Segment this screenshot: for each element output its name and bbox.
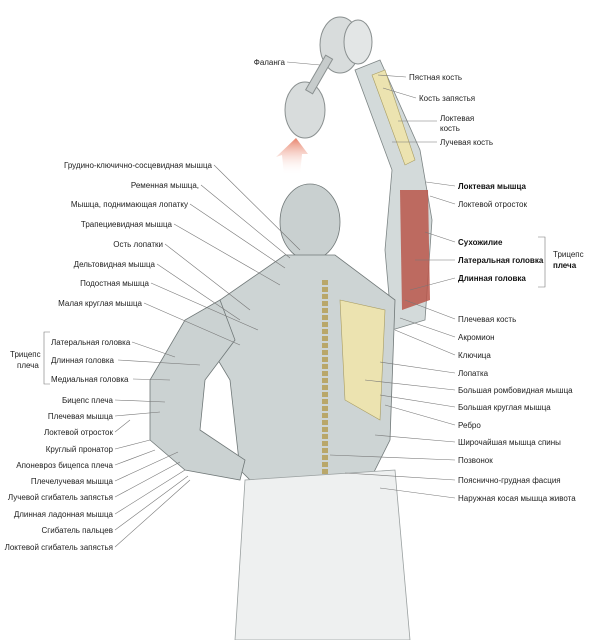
label-scapula: Лопатка [458, 369, 489, 378]
label-long-head-right: Длинная головка [458, 274, 526, 283]
label-vertebra: Позвонок [458, 456, 493, 465]
left-arm [149, 299, 246, 481]
label-infraspinatus: Подостная мышца [80, 279, 149, 288]
label-biceps: Бицепс плеча [61, 396, 113, 405]
dumbbell [284, 16, 373, 139]
label-clavicle: Ключица [458, 351, 491, 360]
label-tendon: Сухожилие [458, 238, 503, 247]
label-ulna-2: кость [440, 124, 460, 133]
label-radius: Лучевая кость [440, 138, 493, 147]
label-olecranon-left: Локтевой отросток [44, 428, 113, 437]
label-trapezius: Трапециевидная мышца [80, 220, 172, 229]
label-lateral-head-left: Латеральная головка [51, 338, 131, 347]
label-triceps-group-right-1: Трицепс [553, 250, 584, 259]
label-acromion: Акромион [458, 333, 495, 342]
label-rib: Ребро [458, 421, 481, 430]
label-medial-head-left: Медиальная головка [51, 375, 129, 384]
label-flexor-carpi-ulnaris: Локтевой сгибатель запястья [4, 543, 113, 552]
label-metacarpal: Пястная кость [409, 73, 463, 82]
label-triceps-group-left-2: плеча [17, 361, 39, 370]
label-teres-minor: Малая круглая мышца [58, 299, 142, 308]
label-triceps-group-left-1: Трицепс [10, 350, 41, 359]
label-triceps-group-right-2: плеча [553, 261, 577, 270]
raised-arm [354, 59, 433, 331]
label-teres-major: Большая круглая мышца [458, 403, 551, 412]
shorts [234, 469, 411, 640]
label-latissimus: Широчайшая мышца спины [458, 438, 561, 447]
label-humerus: Плечевая кость [458, 315, 517, 324]
label-carpal: Кость запястья [419, 94, 476, 103]
label-long-head-left: Длинная головка [51, 356, 114, 365]
label-phalanx: Фаланга [253, 58, 285, 67]
label-deltoid: Дельтовидная мышца [73, 260, 155, 269]
label-ulna-1: Локтевая [440, 114, 475, 123]
label-splenius: Ременная мышца, [130, 181, 199, 190]
head [279, 183, 341, 261]
label-rhomboid-major: Большая ромбовидная мышца [458, 386, 573, 395]
label-brachialis: Плечевая мышца [47, 412, 113, 421]
label-scapular-spine: Ость лопатки [113, 240, 163, 249]
label-brachioradialis: Плечелучевая мышца [30, 477, 113, 486]
label-flexor-carpi-radialis: Лучевой сгибатель запястья [7, 493, 113, 502]
label-sternocleidomastoid: Грудино-ключично-сосцевидная мышца [63, 161, 212, 170]
upward-arrow-icon [276, 138, 308, 175]
label-bicipital-aponeurosis: Апоневроз бицепса плеча [16, 461, 113, 470]
scapula [339, 299, 386, 421]
label-finger-flexor: Сгибатель пальцев [41, 526, 113, 535]
label-thoracolumbar-fascia: Пояснично-грудная фасция [458, 476, 561, 485]
label-palmaris-longus: Длинная ладонная мышца [13, 510, 113, 519]
label-anconeus: Локтевая мышца [458, 182, 526, 191]
label-olecranon-right: Локтевой отросток [458, 200, 527, 209]
label-levator-scapulae: Мышца, поднимающая лопатку [70, 200, 188, 209]
leader-lines [43, 61, 546, 548]
label-external-oblique: Наружная косая мышца живота [458, 494, 576, 503]
label-pronator-teres: Круглый пронатор [45, 445, 113, 454]
label-lateral-head-right: Латеральная головка [458, 256, 544, 265]
